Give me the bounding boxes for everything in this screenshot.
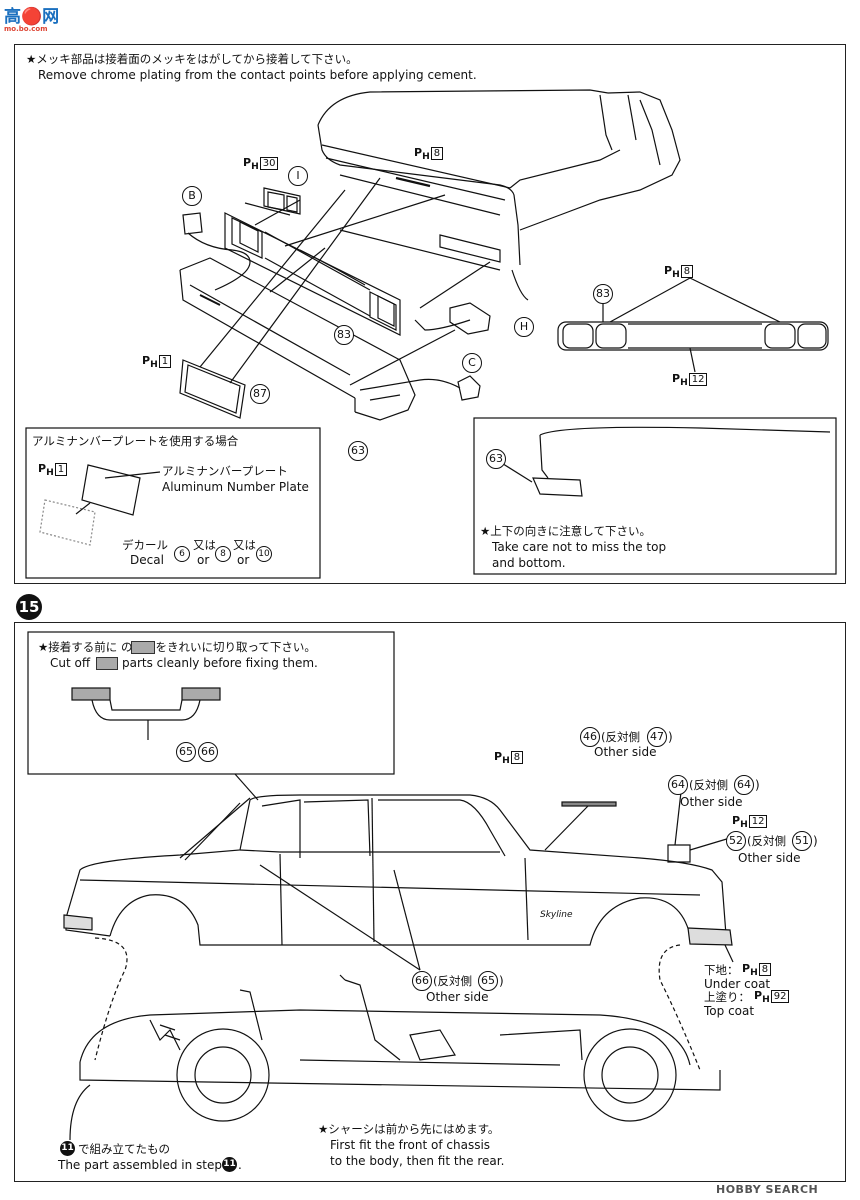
callout-66-other: 65 <box>478 971 498 991</box>
part-letter-h: H <box>514 317 534 337</box>
aluminum-plate-en: Aluminum Number Plate <box>162 480 309 494</box>
cutoff-swatch-en <box>96 657 118 670</box>
callout-52-jp: (反対側 <box>747 834 786 848</box>
callout-66-num: 66 <box>412 971 432 991</box>
chassis-note-jp: ★シャーシは前から先にはめます。 <box>318 1122 500 1136</box>
aluminum-box-title: アルミナンバープレートを使用する場合 <box>32 434 239 448</box>
decal-number-8: 8 <box>215 546 231 562</box>
cutoff-note-en-post: parts cleanly before fixing them. <box>122 656 318 670</box>
callout-46-en: Other side <box>594 745 657 759</box>
or-jp-2: 又は <box>233 538 256 552</box>
top-panel <box>14 44 846 584</box>
chrome-note-jp: ★メッキ部品は接着面のメッキをはがしてから接着して下さい。 <box>26 52 358 66</box>
callout-64-en: Other side <box>680 795 743 809</box>
top-coat-en: Top coat <box>704 1004 755 1018</box>
step15-panel <box>14 622 846 1182</box>
part-letter-c: C <box>462 353 482 373</box>
decal-en: Decal <box>130 553 164 567</box>
watermark-text: 高🔴网 <box>4 7 60 27</box>
decal-jp: デカール <box>122 538 168 552</box>
callout-52-other: 51 <box>792 831 812 851</box>
cutoff-note-en-pre: Cut off <box>50 656 91 670</box>
aluminum-plate-jp: アルミナンバープレート <box>162 464 288 478</box>
chassis-note-en-2: to the body, then fit the rear. <box>330 1154 505 1168</box>
callout-46-num: 46 <box>580 727 600 747</box>
chrome-note-en: Remove chrome plating from the contact p… <box>38 68 477 82</box>
part-number-63: 63 <box>348 441 368 461</box>
chassis-note-en-1: First fit the front of chassis <box>330 1138 491 1152</box>
callout-46-jp: (反対側 <box>601 730 640 744</box>
footer-brand: HOBBY SEARCH <box>716 1183 819 1196</box>
callout-64-paren: ) <box>755 778 760 792</box>
part-letter-b: B <box>182 186 202 206</box>
part-number-83-detail: 83 <box>593 284 613 304</box>
callout-66-jp: (反対側 <box>433 974 472 988</box>
decal-number-10: 10 <box>256 546 272 562</box>
callout-66-en: Other side <box>426 990 489 1004</box>
watermark-subtext: mo.bo.com <box>4 25 48 33</box>
top-coat-jp: 上塗り： <box>704 990 750 1004</box>
assembled-en: The part assembled in step <box>58 1158 222 1172</box>
orientation-note-jp: ★上下の向きに注意して下さい。 <box>480 524 651 538</box>
watermark-logo: 高🔴网 mo.bo.com <box>4 2 59 33</box>
cutoff-note-jp: ★接着する前に の部分をきれいに切り取って下さい。 <box>38 640 316 654</box>
step-number: 15 <box>16 594 42 620</box>
part-number-83: 83 <box>334 325 354 345</box>
assembled-step-badge-en: 11 <box>222 1157 237 1172</box>
orientation-note-en-2: and bottom. <box>492 556 566 570</box>
callout-66-paren: ) <box>499 974 504 988</box>
or-en-2: or <box>237 553 250 567</box>
assembled-en-post: . <box>238 1158 242 1172</box>
orientation-note-en-1: Take care not to miss the top <box>492 540 667 554</box>
cutoff-part-65: 65 <box>176 742 196 762</box>
or-jp-1: 又は <box>193 538 216 552</box>
part-letter-i: I <box>288 166 308 186</box>
callout-64-jp: (反対側 <box>689 778 728 792</box>
callout-52-paren: ) <box>813 834 818 848</box>
decal-number-6: 6 <box>174 546 190 562</box>
cutoff-swatch-jp <box>131 641 155 654</box>
part-number-87: 87 <box>250 384 270 404</box>
part-number-63-detail: 63 <box>486 449 506 469</box>
cutoff-part-66: 66 <box>198 742 218 762</box>
under-coat-jp: 下地： <box>704 963 739 977</box>
callout-52-en: Other side <box>738 851 801 865</box>
assembled-step-badge: 11 <box>60 1141 75 1156</box>
callout-46-paren: ) <box>668 730 673 744</box>
callout-46-other: 47 <box>647 727 667 747</box>
callout-52-num: 52 <box>726 831 746 851</box>
under-coat-en: Under coat <box>704 977 771 991</box>
car-script-emblem: Skyline <box>540 910 573 920</box>
assembled-jp: で組み立てたもの <box>78 1142 170 1156</box>
callout-64-num: 64 <box>668 775 688 795</box>
callout-64-other: 64 <box>734 775 754 795</box>
or-en-1: or <box>197 553 210 567</box>
